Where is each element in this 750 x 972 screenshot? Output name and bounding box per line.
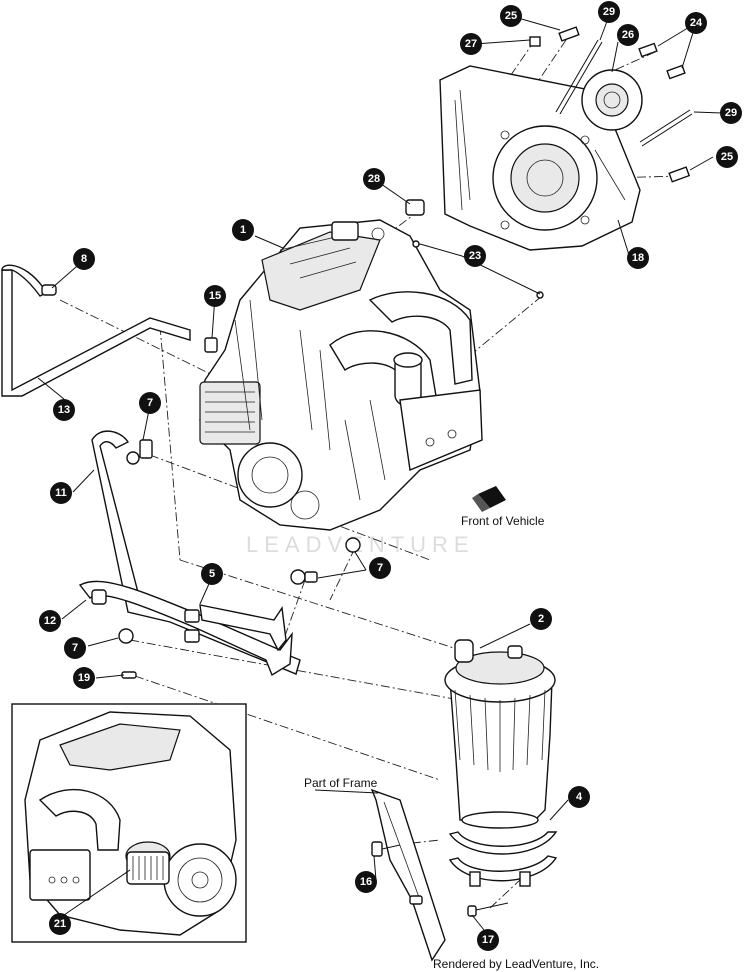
engine-assembly [199,219,483,531]
svg-text:24: 24 [690,17,703,29]
callout-25: 25 [716,146,738,168]
callout-17: 17 [477,929,499,951]
svg-text:28: 28 [368,173,380,185]
callout-26: 26 [617,24,639,46]
svg-text:11: 11 [55,487,67,499]
svg-text:18: 18 [632,252,644,264]
svg-text:7: 7 [377,562,383,574]
callout-27: 27 [460,33,482,55]
callout-5: 5 [201,563,223,585]
callout-15: 15 [204,285,226,307]
svg-text:23: 23 [469,250,481,262]
filter-bracket [448,831,558,887]
coupler-plate [581,69,643,131]
callout-29: 29 [598,1,620,23]
callout-4: 4 [568,786,590,808]
svg-text:27: 27 [465,38,477,50]
part-of-frame-label: Part of Frame [304,776,378,790]
svg-text:29: 29 [603,6,615,18]
svg-text:7: 7 [72,642,78,654]
hose-13 [1,264,218,397]
bolts-16-17 [371,841,509,917]
svg-text:4: 4 [576,791,583,803]
svg-text:15: 15 [209,290,221,302]
callout-23: 23 [464,245,486,267]
callout-8: 8 [73,248,95,270]
callout-18: 18 [627,247,649,269]
svg-text:7: 7 [147,397,153,409]
svg-text:21: 21 [54,918,66,930]
callout-29: 29 [720,102,742,124]
direction-arrow-icon [472,486,506,512]
callout-19: 19 [73,667,95,689]
callout-7: 7 [64,637,86,659]
callout-25: 25 [500,5,522,27]
svg-text:8: 8 [81,253,87,265]
svg-text:17: 17 [482,934,494,946]
callout-28: 28 [363,168,385,190]
callout-2: 2 [530,608,552,630]
callout-24: 24 [685,12,707,34]
fasteners [405,26,693,299]
callout-7: 7 [369,557,391,579]
callout-7: 7 [139,392,161,414]
hoses-11-12 [78,430,361,679]
svg-text:25: 25 [721,151,733,163]
callout-11: 11 [50,482,72,504]
callout-21: 21 [49,913,71,935]
front-of-vehicle-label: Front of Vehicle [461,514,545,528]
svg-text:1: 1 [240,224,246,236]
svg-text:16: 16 [360,876,372,888]
rendered-by-label: Rendered by LeadVenture, Inc. [433,957,599,971]
svg-text:12: 12 [44,615,56,627]
callout-13: 13 [53,399,75,421]
svg-text:5: 5 [209,568,215,580]
frame-part [370,788,446,962]
callout-1: 1 [232,219,254,241]
svg-text:26: 26 [622,29,634,41]
svg-text:13: 13 [58,404,70,416]
svg-text:25: 25 [505,10,517,22]
inset-engine-detail [24,711,237,936]
callout-12: 12 [39,610,61,632]
svg-text:29: 29 [725,107,737,119]
air-filter [444,639,556,829]
callout-16: 16 [355,871,377,893]
svg-text:19: 19 [78,672,90,684]
svg-text:2: 2 [538,613,544,625]
